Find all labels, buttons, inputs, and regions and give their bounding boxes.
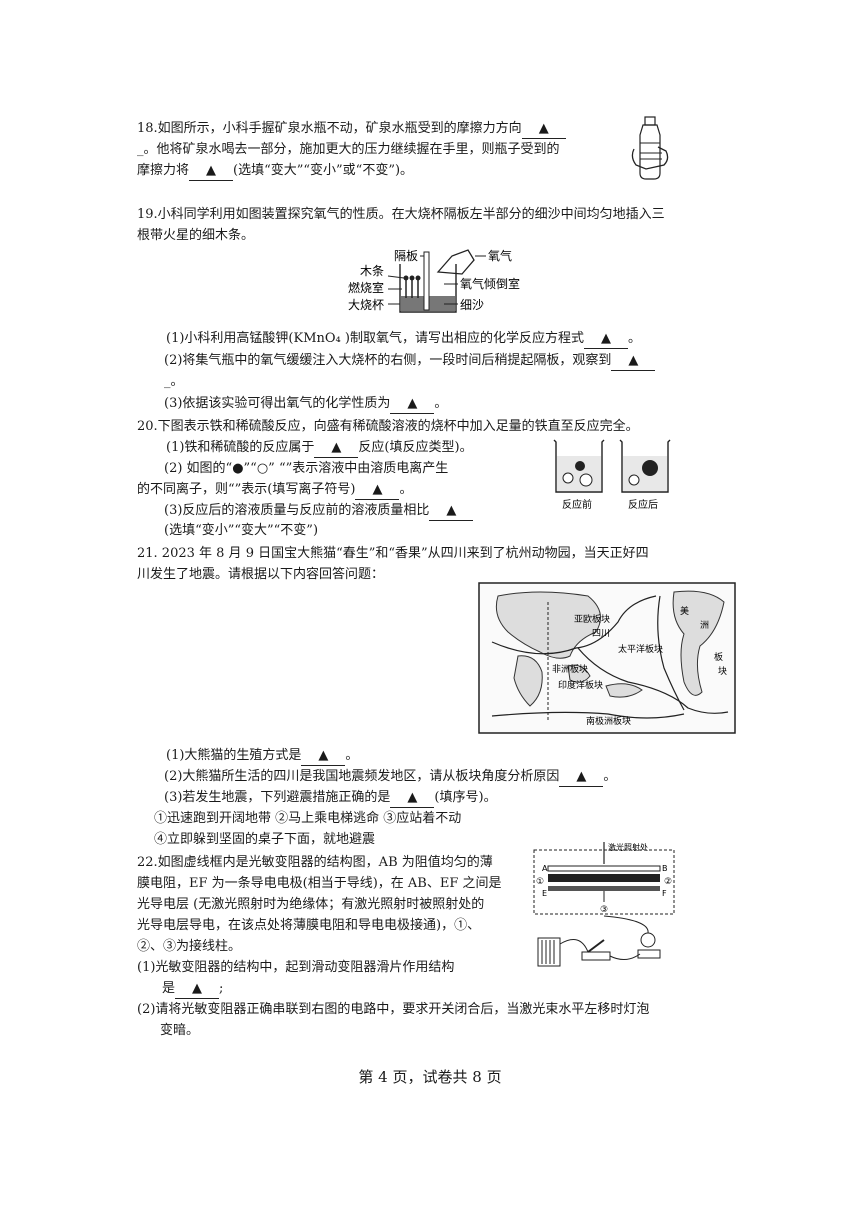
q19-line-2: 根带火星的细木条。 bbox=[137, 228, 255, 243]
q22-part-2-cont: 变暗。 bbox=[160, 1023, 200, 1038]
terminal-2: ② bbox=[664, 877, 672, 887]
q21-part-2: (2)大熊猫所生活的四川是我国地震频发地区，请从板块角度分析原因▲。 bbox=[164, 768, 616, 787]
q21-line-1: 21. 2023 年 8 月 9 日国宝大熊猫“春生”和“香果”从四川来到了杭州… bbox=[137, 546, 649, 561]
q20-part-2: (2) 如图的“●”“○” “”表示溶液中由溶质电离产生 bbox=[164, 461, 449, 476]
q19-line-1: 19.小科同学利用如图装置探究氧气的性质。在大烧杯隔板左半部分的细沙中间均匀地插… bbox=[137, 207, 665, 222]
beaker-after bbox=[619, 439, 671, 493]
q20-line-1: 20.下图表示铁和稀硫酸反应，向盛有稀硫酸溶液的烧杯中加入足量的铁直至反应完全。 bbox=[137, 419, 639, 434]
page-footer: 第 4 页，试卷共 8 页 bbox=[358, 1068, 502, 1086]
label-pour-room: 氧气倾倒室 bbox=[460, 276, 520, 291]
q19-part-3: (3)依据该实验可得出氧气的化学性质为▲。 bbox=[164, 395, 447, 414]
q19-p3-blank[interactable]: ▲ bbox=[390, 395, 435, 414]
beaker-before bbox=[553, 439, 605, 493]
q21-part-1: (1)大熊猫的生殖方式是▲。 bbox=[166, 747, 358, 766]
q19-part-1: (1)小科利用高锰酸钾(KMnO₄ )制取氧气，请写出相应的化学反应方程式▲。 bbox=[166, 330, 641, 349]
terminal-1: ① bbox=[536, 877, 544, 887]
label-A: A bbox=[542, 864, 548, 873]
tectonic-plates-map: 亚欧板块 四川 太平洋板块 非洲板块 印度洋板块 南极洲板块 美 洲 板 块 bbox=[478, 582, 736, 734]
q21-p1-blank[interactable]: ▲ bbox=[301, 747, 346, 766]
label-american-4: 块 bbox=[718, 665, 727, 677]
q20-part-3: (3)反应后的溶液质量与反应前的溶液质量相比▲ bbox=[164, 502, 474, 521]
label-american-3: 板 bbox=[714, 651, 723, 663]
label-laser: 激光照射处 bbox=[608, 842, 648, 852]
label-american-2: 洲 bbox=[700, 620, 709, 631]
label-antarctic-plate: 南极洲板块 bbox=[586, 715, 631, 727]
label-F: F bbox=[662, 889, 667, 898]
reaction-beakers-figure: 反应前 反应后 bbox=[553, 439, 671, 511]
q22-part-2: (2)请将光敏变阻器正确串联到右图的电路中，要求开关闭合后，当激光束水平左移时灯… bbox=[137, 1002, 650, 1017]
q21-line-2: 川发生了地震。请根据以下内容回答问题： bbox=[137, 567, 385, 582]
q19-part-2: (2)将集气瓶中的氧气缓缓注入大烧杯的右侧，一段时间后稍提起隔板，观察到▲ bbox=[164, 352, 656, 371]
q18-answer-blank-2[interactable]: ▲ bbox=[189, 162, 234, 181]
label-african-plate: 非洲板块 bbox=[552, 663, 588, 675]
label-american-1: 美 bbox=[680, 605, 689, 617]
label-pacific-plate: 太平洋板块 bbox=[618, 643, 663, 655]
label-partition: 隔板 bbox=[394, 249, 418, 263]
q20-part-1: (1)铁和稀硫酸的反应属于▲反应(填反应类型)。 bbox=[166, 439, 473, 458]
label-indian-plate: 印度洋板块 bbox=[558, 679, 603, 691]
q18-line-3: 摩擦力将▲(选填“变大”“变小”或“不变”)。 bbox=[137, 162, 413, 181]
q18-line-1: 18.如图所示，小科手握矿泉水瓶不动，矿泉水瓶受到的摩擦力方向▲ bbox=[137, 120, 566, 139]
q21-options-line-1: ①迅速跑到开阔地带 ②马上乘电梯逃命 ③应站着不动 bbox=[154, 811, 462, 826]
q20-part-2-cont: 的不同离子，则“”表示(填写离子符号)▲。 bbox=[137, 481, 412, 500]
q19-part-2-cont: _。 bbox=[164, 374, 184, 389]
q19-p1-blank[interactable]: ▲ bbox=[583, 330, 628, 349]
q22-p1-blank[interactable]: ▲ bbox=[175, 980, 220, 999]
q20-p1-blank[interactable]: ▲ bbox=[314, 439, 359, 458]
q22-line-1: 22.如图虚线框内是光敏变阻器的结构图，AB 为阻值均匀的薄 bbox=[137, 855, 493, 870]
label-burn-room: 燃烧室 bbox=[348, 280, 384, 295]
label-beaker: 大烧杯 bbox=[348, 298, 384, 312]
photoresistor-circuit-figure: 激光照射处 A B E F ① ② ③ bbox=[533, 842, 675, 967]
q20-part-3-cont: (选填“变小”“变大”“不变”) bbox=[164, 523, 319, 538]
terminal-3: ③ bbox=[600, 905, 608, 915]
q18-answer-blank-1[interactable]: ▲ bbox=[521, 120, 566, 139]
q22-line-5: ②、③为接线柱。 bbox=[137, 939, 242, 954]
q18-line-2: _。他将矿泉水喝去一部分，施加更大的压力继续握在手里，则瓶子受到的 bbox=[137, 142, 560, 157]
label-after: 反应后 bbox=[628, 498, 658, 511]
label-E: E bbox=[542, 889, 547, 898]
q22-part-1: (1)光敏变阻器的结构中，起到滑动变阻器滑片作用结构 bbox=[137, 960, 455, 975]
q22-line-2: 膜电阻，EF 为一条导电电极(相当于导线)，在 AB、EF 之间是 bbox=[137, 876, 502, 891]
q19-p2-blank[interactable]: ▲ bbox=[611, 352, 656, 371]
q21-part-3: (3)若发生地震，下列避震措施正确的是▲(填序号)。 bbox=[164, 789, 497, 808]
q20-p2-blank[interactable]: ▲ bbox=[355, 481, 400, 500]
label-eurasian-plate: 亚欧板块 bbox=[574, 613, 610, 625]
label-sand: 细沙 bbox=[460, 298, 484, 312]
q22-line-4: 光导电层导电，在该点处将薄膜电阻和导电电极接通)，①、 bbox=[137, 918, 481, 933]
label-oxygen: 氧气 bbox=[488, 248, 512, 263]
label-B: B bbox=[662, 864, 668, 873]
q21-p2-blank[interactable]: ▲ bbox=[559, 768, 604, 787]
label-sichuan: 四川 bbox=[592, 629, 610, 639]
q21-options-line-2: ④立即躲到坚固的桌子下面，就地避震 bbox=[154, 832, 376, 847]
q20-p3-blank[interactable]: ▲ bbox=[429, 502, 474, 521]
water-bottle-hand-figure bbox=[631, 116, 669, 180]
q21-p3-blank[interactable]: ▲ bbox=[390, 789, 435, 808]
label-before: 反应前 bbox=[562, 498, 592, 511]
q22-part-1-cont: 是▲; bbox=[162, 980, 223, 999]
q22-line-3: 光导电层 (无激光照射时为绝缘体；有激光照射时被照射处的 bbox=[137, 897, 485, 912]
oxygen-experiment-figure: 隔板 氧气 木条 燃烧室 氧气倾倒室 大烧杯 细沙 bbox=[348, 248, 520, 313]
label-stick: 木条 bbox=[360, 264, 384, 278]
